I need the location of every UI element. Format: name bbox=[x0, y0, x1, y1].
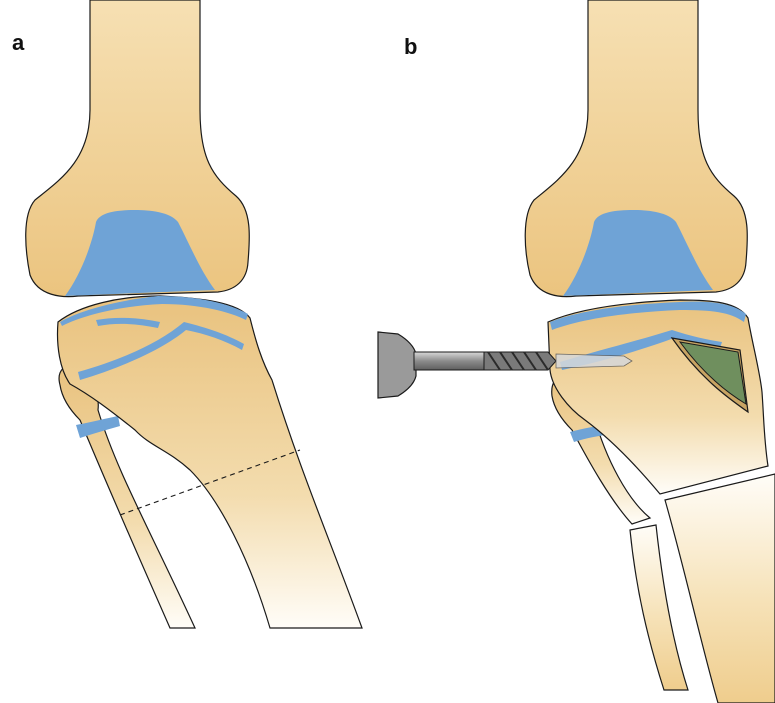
femur-a bbox=[25, 0, 250, 298]
panel-b bbox=[377, 0, 775, 703]
drill-icon bbox=[377, 331, 633, 399]
tibia-a bbox=[56, 295, 363, 629]
panel-label-a: a bbox=[12, 30, 25, 55]
bone-wedge-graft bbox=[670, 337, 749, 414]
panel-a bbox=[25, 0, 363, 629]
panel-label-b: b bbox=[404, 34, 418, 59]
osteotomy-cut-line-a bbox=[119, 449, 301, 516]
femur-b bbox=[524, 0, 748, 298]
